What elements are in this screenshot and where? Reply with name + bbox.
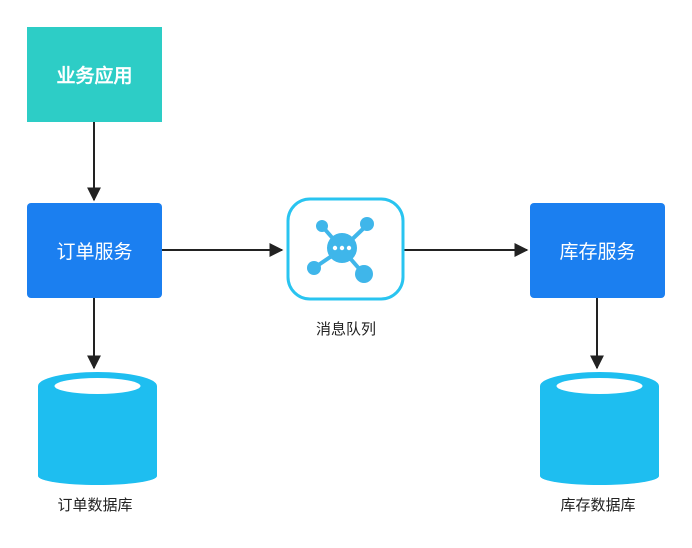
stock-db-cylinder (540, 372, 659, 485)
business-app-label: 业务应用 (56, 65, 133, 87)
stock-service-node: 库存服务 (530, 203, 665, 298)
order-db-cylinder (38, 372, 157, 485)
order-service-label: 订单服务 (56, 241, 133, 263)
message-queue-label: 消息队列 (315, 320, 376, 338)
stock-db-label: 库存数据库 (560, 496, 636, 514)
business-app-node: 业务应用 (27, 27, 162, 122)
order-service-node: 订单服务 (27, 203, 162, 298)
message-hub-icon (286, 197, 405, 301)
stock-service-label: 库存服务 (559, 241, 636, 263)
order-db-label: 订单数据库 (57, 496, 133, 514)
